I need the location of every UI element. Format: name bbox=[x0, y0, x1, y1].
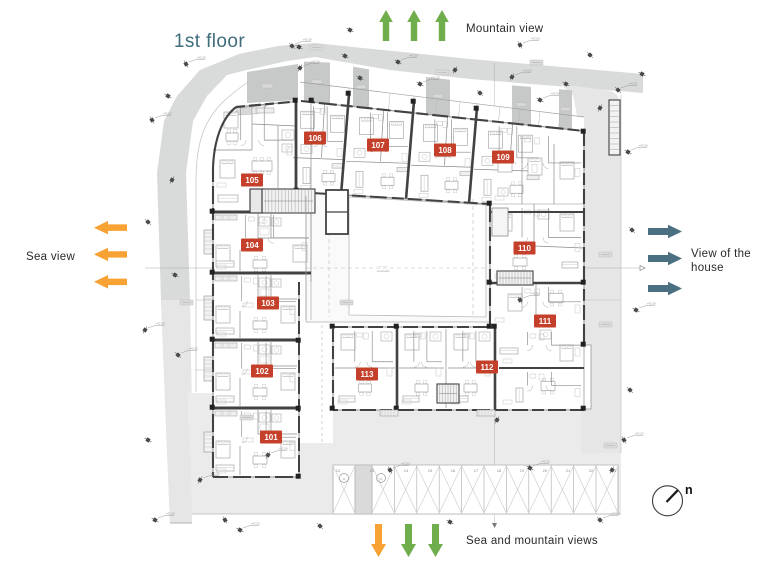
svg-text:+42.50: +42.50 bbox=[541, 460, 551, 464]
svg-text:112: 112 bbox=[481, 363, 494, 372]
svg-text:———: ——— bbox=[379, 264, 388, 268]
svg-text:+42.50: +42.50 bbox=[401, 462, 411, 466]
svg-text:+42.50: +42.50 bbox=[197, 56, 207, 60]
svg-text:house: house bbox=[691, 262, 724, 274]
svg-text:110: 110 bbox=[518, 244, 531, 253]
svg-text:22: 22 bbox=[589, 468, 594, 473]
svg-text:16: 16 bbox=[451, 468, 456, 473]
svg-text:+42.50: +42.50 bbox=[523, 69, 533, 73]
svg-text:+42.50: +42.50 bbox=[303, 38, 313, 42]
svg-text:+42.50: +42.50 bbox=[156, 322, 166, 326]
svg-text:View of the: View of the bbox=[691, 248, 751, 260]
svg-text:+42.50: +42.50 bbox=[251, 522, 261, 526]
svg-text:+42.50: +42.50 bbox=[647, 302, 657, 306]
svg-text:+42.50: +42.50 bbox=[189, 347, 199, 351]
svg-text:+42.50: +42.50 bbox=[311, 60, 321, 64]
svg-text:+42.50: +42.50 bbox=[531, 292, 541, 296]
svg-text:108: 108 bbox=[438, 146, 452, 155]
svg-text:107: 107 bbox=[371, 141, 385, 150]
svg-text:+42.50: +42.50 bbox=[431, 76, 441, 80]
svg-text:+42.50: +42.50 bbox=[409, 54, 419, 58]
svg-text:111: 111 bbox=[539, 317, 552, 326]
svg-text:109: 109 bbox=[496, 153, 510, 162]
svg-text:113: 113 bbox=[361, 370, 374, 379]
svg-text:A: A bbox=[342, 477, 345, 482]
svg-text:A: A bbox=[379, 477, 382, 482]
svg-text:+42.50: +42.50 bbox=[635, 432, 645, 436]
svg-text:103: 103 bbox=[261, 299, 275, 308]
svg-text:105: 105 bbox=[245, 176, 259, 185]
svg-text:1st floor: 1st floor bbox=[174, 31, 245, 52]
svg-text:23: 23 bbox=[612, 468, 617, 473]
svg-text:15: 15 bbox=[428, 468, 433, 473]
svg-text:19: 19 bbox=[520, 468, 525, 473]
svg-text:102: 102 bbox=[255, 367, 269, 376]
svg-text:+42.50: +42.50 bbox=[531, 37, 541, 41]
svg-text:+42.50: +42.50 bbox=[639, 144, 649, 148]
svg-text:+42.50: +42.50 bbox=[166, 512, 176, 516]
svg-text:Sea view: Sea view bbox=[26, 251, 75, 263]
svg-text:101: 101 bbox=[264, 433, 278, 442]
svg-text:106: 106 bbox=[308, 134, 322, 143]
svg-text:18: 18 bbox=[497, 468, 502, 473]
svg-text:Sea and mountain views: Sea and mountain views bbox=[466, 535, 598, 547]
svg-text:courtyard: courtyard bbox=[377, 269, 390, 273]
svg-text:13: 13 bbox=[370, 468, 375, 473]
svg-text:+42.50: +42.50 bbox=[279, 447, 289, 451]
svg-text:17: 17 bbox=[474, 468, 479, 473]
svg-text:n: n bbox=[685, 483, 693, 497]
svg-text:+42.50: +42.50 bbox=[211, 472, 221, 476]
svg-text:Mountain view: Mountain view bbox=[466, 23, 544, 35]
svg-text:+42.50: +42.50 bbox=[629, 82, 639, 86]
svg-text:20: 20 bbox=[543, 468, 548, 473]
svg-text:+42.50: +42.50 bbox=[611, 512, 621, 516]
svg-text:+42.50: +42.50 bbox=[163, 112, 173, 116]
svg-text:104: 104 bbox=[245, 241, 259, 250]
svg-text:21: 21 bbox=[566, 468, 571, 473]
svg-text:+42.50: +42.50 bbox=[551, 92, 561, 96]
svg-text:14: 14 bbox=[404, 468, 409, 473]
svg-text:12: 12 bbox=[336, 468, 341, 473]
